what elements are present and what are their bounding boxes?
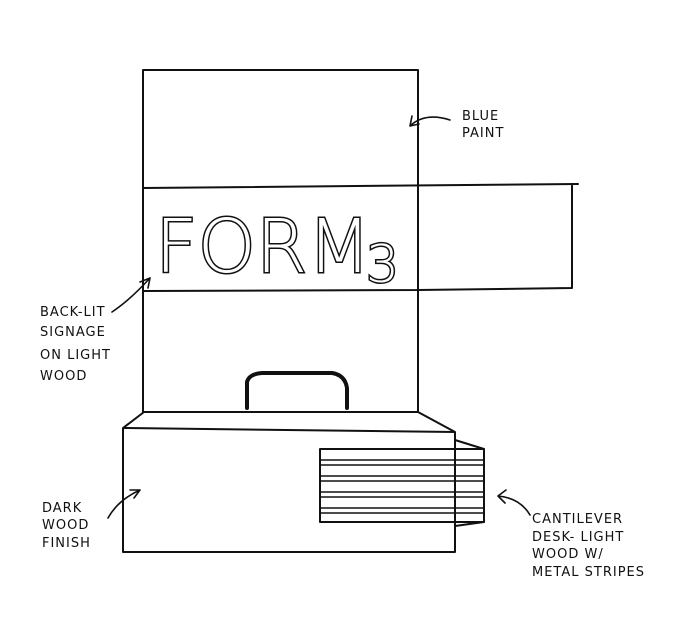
label-backlit: BACK-LIT SIGNAGE ON LIGHT WOOD [40, 305, 111, 384]
label-dark-wood: DARK WOOD FINISH [42, 501, 91, 551]
sign-subscript: 3 [366, 235, 399, 295]
svg-text:METAL STRIPES: METAL STRIPES [532, 565, 645, 580]
arrow-cantilever [498, 490, 530, 515]
svg-text:WOOD W/: WOOD W/ [532, 547, 604, 562]
svg-text:WOOD: WOOD [40, 369, 87, 384]
arrow-blue-paint [410, 116, 450, 126]
chair-back [247, 373, 347, 408]
svg-text:BACK-LIT: BACK-LIT [40, 305, 106, 320]
reception-desk [123, 412, 455, 552]
svg-text:BLUE: BLUE [462, 109, 499, 124]
label-blue-paint: BLUE PAINT [462, 109, 504, 141]
label-cantilever: CANTILEVER DESK- LIGHT WOOD W/ METAL STR… [532, 512, 645, 580]
svg-text:FINISH: FINISH [42, 536, 91, 551]
svg-text:PAINT: PAINT [462, 126, 504, 141]
sign-text: FORM [155, 204, 371, 290]
svg-text:SIGNAGE: SIGNAGE [40, 325, 106, 340]
svg-text:WOOD: WOOD [42, 518, 89, 533]
metal-stripes [320, 460, 484, 513]
arrow-backlit [112, 278, 150, 312]
svg-text:CANTILEVER: CANTILEVER [532, 512, 623, 527]
svg-text:ON LIGHT: ON LIGHT [40, 348, 111, 363]
svg-text:DARK: DARK [42, 501, 82, 516]
svg-text:DESK- LIGHT: DESK- LIGHT [532, 530, 624, 545]
